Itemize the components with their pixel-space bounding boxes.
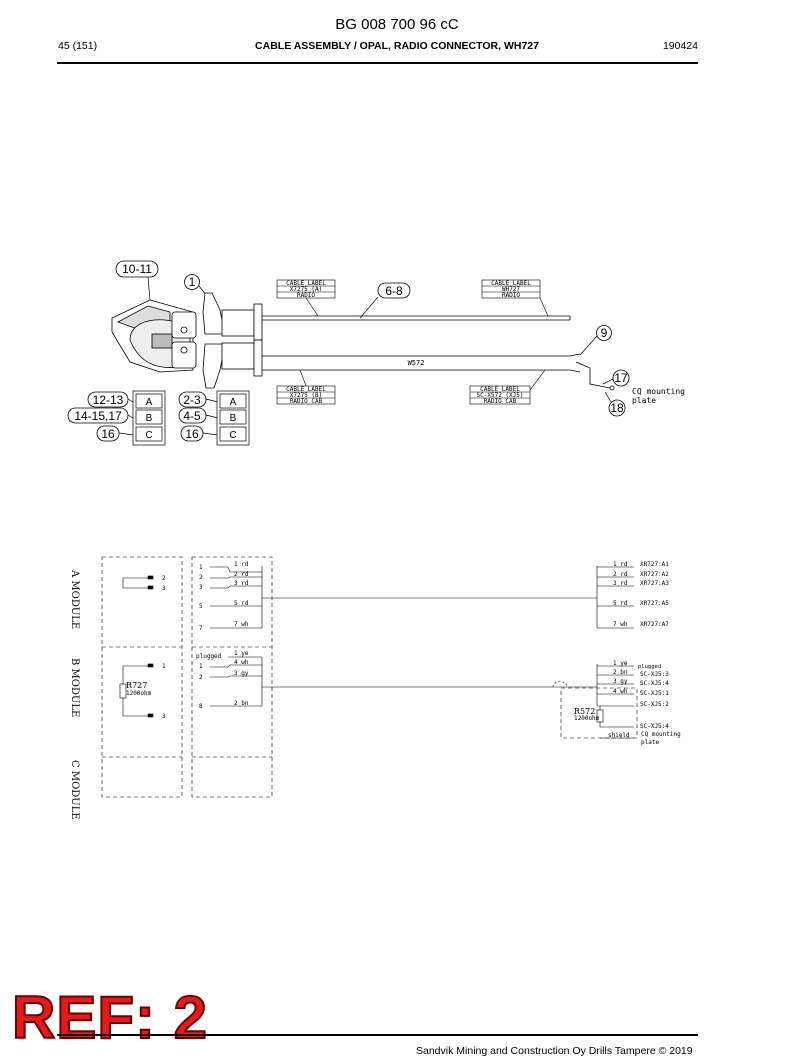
b-target-4: SC-XJ5:1	[640, 690, 669, 697]
callout-12-13: 12-13	[93, 393, 124, 407]
label-tr-1: CABLE LABEL	[491, 280, 531, 287]
resistor-right-value: 1200ohm	[574, 715, 600, 722]
b-target-5: SC-XJ5:2	[640, 701, 669, 708]
a-pin-7: 7	[199, 625, 203, 632]
connector-illustration	[111, 292, 263, 389]
b-target-plugged: plugged	[638, 664, 661, 670]
shield-label: shield	[608, 732, 630, 739]
callout-17: 17	[614, 371, 628, 385]
callout-16-right: 16	[185, 427, 199, 441]
b-wire-l-1: 1 ye	[234, 650, 249, 657]
a-target-7: XR727:A7	[640, 621, 669, 628]
label-a-module: A MODULE	[69, 569, 80, 629]
label-bl-2: X7275 (B)	[290, 392, 323, 399]
module-a-left: A	[146, 397, 153, 408]
b-wire-r-1: 1 ye	[613, 660, 628, 667]
label-b-module: B MODULE	[69, 658, 80, 717]
cable-lines	[262, 315, 615, 391]
b-target-3: SC-XJ5:4	[640, 680, 669, 687]
a-wire-l-7: 7 wh	[234, 621, 249, 628]
b-wire-l-2: 4 wh	[234, 659, 249, 666]
a-target-3: XR727:A3	[640, 580, 669, 587]
footer-rule	[57, 1034, 698, 1036]
module-a-right: A	[230, 397, 237, 408]
b-small-pin-1: 1	[162, 663, 166, 670]
callout-9: 9	[601, 326, 608, 340]
b-wire-r-4: 4 wh	[613, 688, 628, 695]
page-title: CABLE ASSEMBLY / OPAL, RADIO CONNECTOR, …	[255, 40, 539, 52]
a-wire-l-1: 1 rd	[234, 561, 249, 568]
b-wire-r-2: 2 bn	[613, 669, 628, 676]
b-target-2: SC-XJ5:3	[640, 671, 669, 678]
module-b-left: B	[146, 413, 153, 424]
callout-16-left: 16	[101, 427, 115, 441]
b-wire-r-3: 3 gy	[613, 678, 628, 685]
b-wire-l-3: 3 gy	[234, 670, 249, 677]
b-pin-2: 2	[199, 674, 203, 681]
b-target-6: SC-XJ5:4	[640, 723, 669, 730]
page-number: 45 (151)	[58, 40, 98, 52]
label-bl-1: CABLE LABEL	[286, 386, 326, 393]
a-small-pin-2: 2	[162, 575, 166, 582]
label-br-3: RADIO CAB	[484, 398, 517, 405]
label-br-1: CABLE LABEL	[480, 386, 520, 393]
mount-note-2: plate	[632, 396, 656, 405]
revision-date: 190424	[662, 40, 698, 52]
a-wire-l-2: 2 rd	[234, 571, 249, 578]
a-pin-2: 2	[199, 574, 203, 581]
label-tl-1: CABLE LABEL	[286, 280, 326, 287]
document-number: BG 008 700 96 cC	[335, 16, 459, 33]
b-pin-1: 1	[199, 663, 203, 670]
a-pin-5: 5	[199, 603, 203, 610]
schematic-mount-1: CQ mounting	[641, 731, 681, 738]
a-pin-1: 1	[199, 564, 203, 571]
callout-1: 1	[189, 275, 196, 289]
mount-note-1: CQ mounting	[632, 387, 685, 396]
label-tr-3: RADIO	[502, 292, 520, 299]
a-wire-r-1: 1 rd	[613, 561, 628, 568]
b-wire-l-4: 2 bn	[234, 700, 249, 707]
a-wire-r-7: 7 wh	[613, 621, 628, 628]
ref-stamp: REF: 2	[11, 984, 209, 1051]
a-wire-r-2: 2 rd	[613, 571, 628, 578]
b-small-pin-3: 3	[162, 713, 166, 720]
a-target-2: XR727:A2	[640, 571, 669, 578]
b-pin-8: 8	[199, 703, 203, 710]
b-plugged-label: plugged	[196, 653, 222, 660]
a-wire-r-3: 3 rd	[613, 580, 628, 587]
label-tl-2: X7275 (A)	[290, 286, 323, 293]
a-small-pin-3: 3	[162, 585, 166, 592]
resistor-left-value: 1200ohm	[126, 690, 152, 697]
a-wire-l-5: 5 rd	[234, 600, 249, 607]
module-b-right: B	[230, 413, 237, 424]
module-c-left: C	[145, 430, 152, 441]
callout-18: 18	[610, 401, 624, 415]
a-pin-3: 3	[199, 584, 203, 591]
footer-copyright: Sandvik Mining and Construction Oy Drill…	[416, 1045, 693, 1057]
callout-14-15-17: 14-15,17	[74, 409, 122, 423]
callout-2-3: 2-3	[183, 393, 201, 407]
cable-name: W572	[408, 359, 425, 367]
label-c-module: C MODULE	[69, 760, 80, 820]
resistor-left-name: R727	[126, 681, 147, 690]
header-rule	[57, 62, 698, 64]
a-wire-r-5: 5 rd	[613, 600, 628, 607]
label-tr-2: WH727	[502, 286, 520, 293]
a-wire-l-3: 3 rd	[234, 580, 249, 587]
callout-6-8: 6-8	[385, 284, 403, 298]
resistor-right-name: R572	[574, 707, 595, 716]
callout-10-11: 10-11	[122, 262, 152, 276]
label-br-2: SC-X572 (XJ5)	[477, 392, 524, 399]
module-c-right: C	[229, 430, 236, 441]
label-tl-3: RADIO	[297, 292, 315, 299]
a-target-5: XR727:A5	[640, 600, 669, 607]
schematic-mount-2: plate	[641, 739, 659, 746]
label-bl-3: RADIO CAB	[290, 398, 323, 405]
callout-4-5: 4-5	[183, 409, 201, 423]
a-target-1: XR727:A1	[640, 561, 669, 568]
